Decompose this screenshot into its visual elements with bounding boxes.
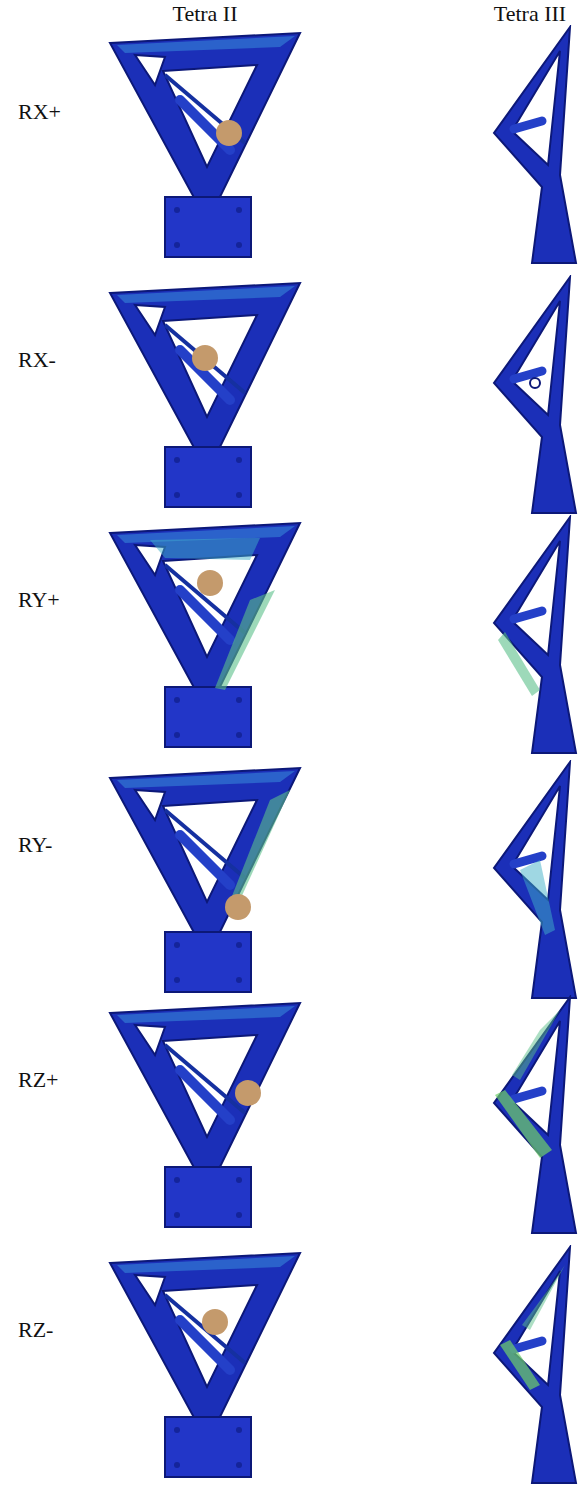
load-case-label: RZ-	[18, 1318, 53, 1342]
load-case-label: RX+	[18, 100, 61, 124]
column-heading: Tetra II	[172, 2, 237, 26]
load-case-label: RZ+	[18, 1068, 59, 1092]
load-case-label: RX-	[18, 348, 56, 372]
column-heading: Tetra III	[494, 2, 566, 26]
load-case-label: RY+	[18, 588, 60, 612]
load-case-label: RY-	[18, 833, 52, 857]
